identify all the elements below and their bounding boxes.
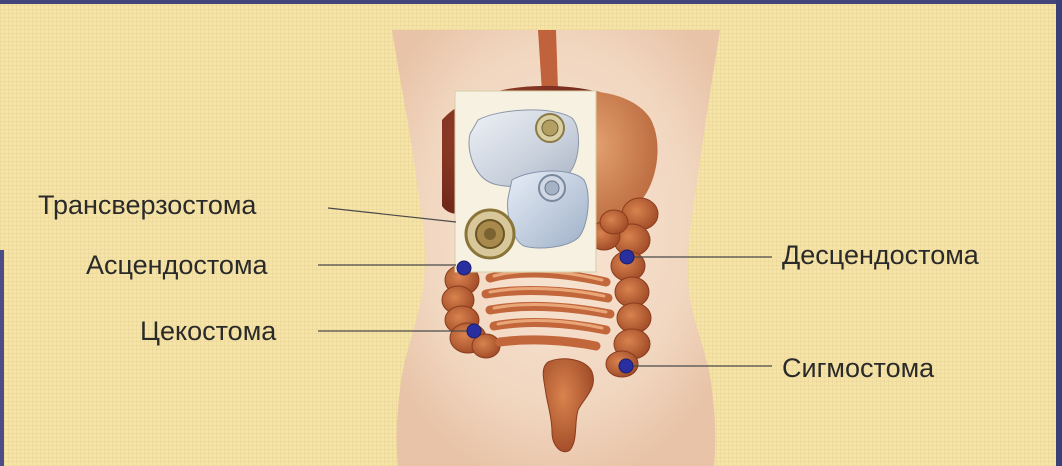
label-ascending-stoma: Асцендостома bbox=[86, 250, 268, 280]
stoma-flange-center bbox=[484, 228, 496, 240]
ostomy-flange-large-opening bbox=[542, 120, 558, 136]
label-cecum-stoma: Цекостома bbox=[140, 316, 276, 346]
label-transverse-stoma: Трансверзостома bbox=[38, 190, 256, 220]
stoma-marker-ascending bbox=[457, 261, 471, 275]
label-descending-stoma: Десцендостома bbox=[782, 240, 979, 270]
stoma-marker-sigmoid bbox=[619, 359, 633, 373]
stoma-marker-cecum bbox=[467, 324, 481, 338]
stoma-marker-descending bbox=[620, 250, 634, 264]
label-sigmoid-stoma: Сигмостома bbox=[782, 353, 934, 383]
ostomy-flange-small-opening bbox=[545, 181, 559, 195]
